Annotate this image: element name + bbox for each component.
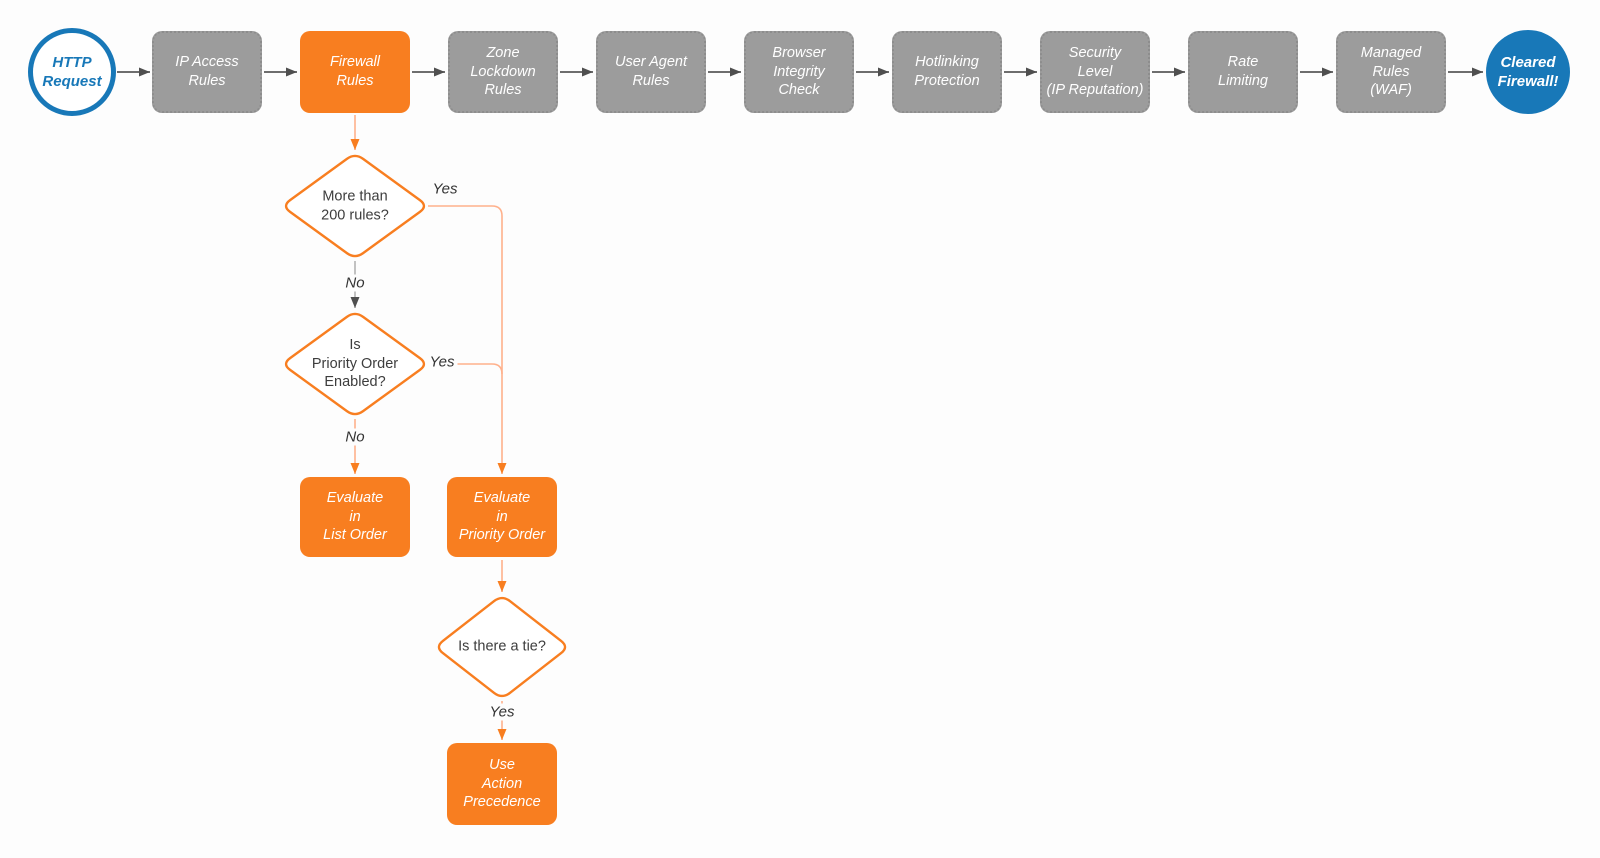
stage-user-agent-rules: User Agent Rules xyxy=(596,31,706,113)
arrow-priority-enabled-yes-join xyxy=(428,363,503,375)
decision-rule-count-diamond xyxy=(284,154,426,258)
edge-label-priority-enabled-no: No xyxy=(342,428,368,446)
edge-label-tie-yes: Yes xyxy=(486,703,518,721)
stage-rate-limiting: Rate Limiting xyxy=(1188,31,1298,113)
stage-browser-integrity-check: Browser Integrity Check xyxy=(744,31,854,113)
edge-label-rule-count-no: No xyxy=(342,274,368,292)
edge-label-priority-enabled-yes: Yes xyxy=(426,353,458,371)
stage-firewall-rules: Firewall Rules xyxy=(300,31,410,113)
stage-ip-access-rules: IP Access Rules xyxy=(152,31,262,113)
decision-tie-diamond xyxy=(437,596,567,698)
stage-security-level: Security Level (IP Reputation) xyxy=(1040,31,1150,113)
stage-hotlinking-protection: Hotlinking Protection xyxy=(892,31,1002,113)
decision-tie-label: Is there a tie? xyxy=(458,638,546,655)
edge-label-rule-count-yes: Yes xyxy=(429,180,461,198)
end-node-cleared-firewall: Cleared Firewall! xyxy=(1486,30,1570,114)
decision-rule-count-label: More than 200 rules? xyxy=(321,188,389,223)
decision-priority-enabled-diamond xyxy=(284,312,426,416)
decision-priority-enabled-label: Is Priority Order Enabled? xyxy=(311,337,399,391)
action-evaluate-priority-order: Evaluate in Priority Order xyxy=(447,477,557,557)
start-node-http-request: HTTP Request xyxy=(28,28,116,116)
action-evaluate-list-order: Evaluate in List Order xyxy=(300,477,410,557)
action-use-action-precedence: Use Action Precedence xyxy=(447,743,557,825)
stage-zone-lockdown-rules: Zone Lockdown Rules xyxy=(448,31,558,113)
stage-managed-rules-waf: Managed Rules (WAF) xyxy=(1336,31,1446,113)
arrow-rule-count-yes-to-priority-order xyxy=(428,205,507,474)
